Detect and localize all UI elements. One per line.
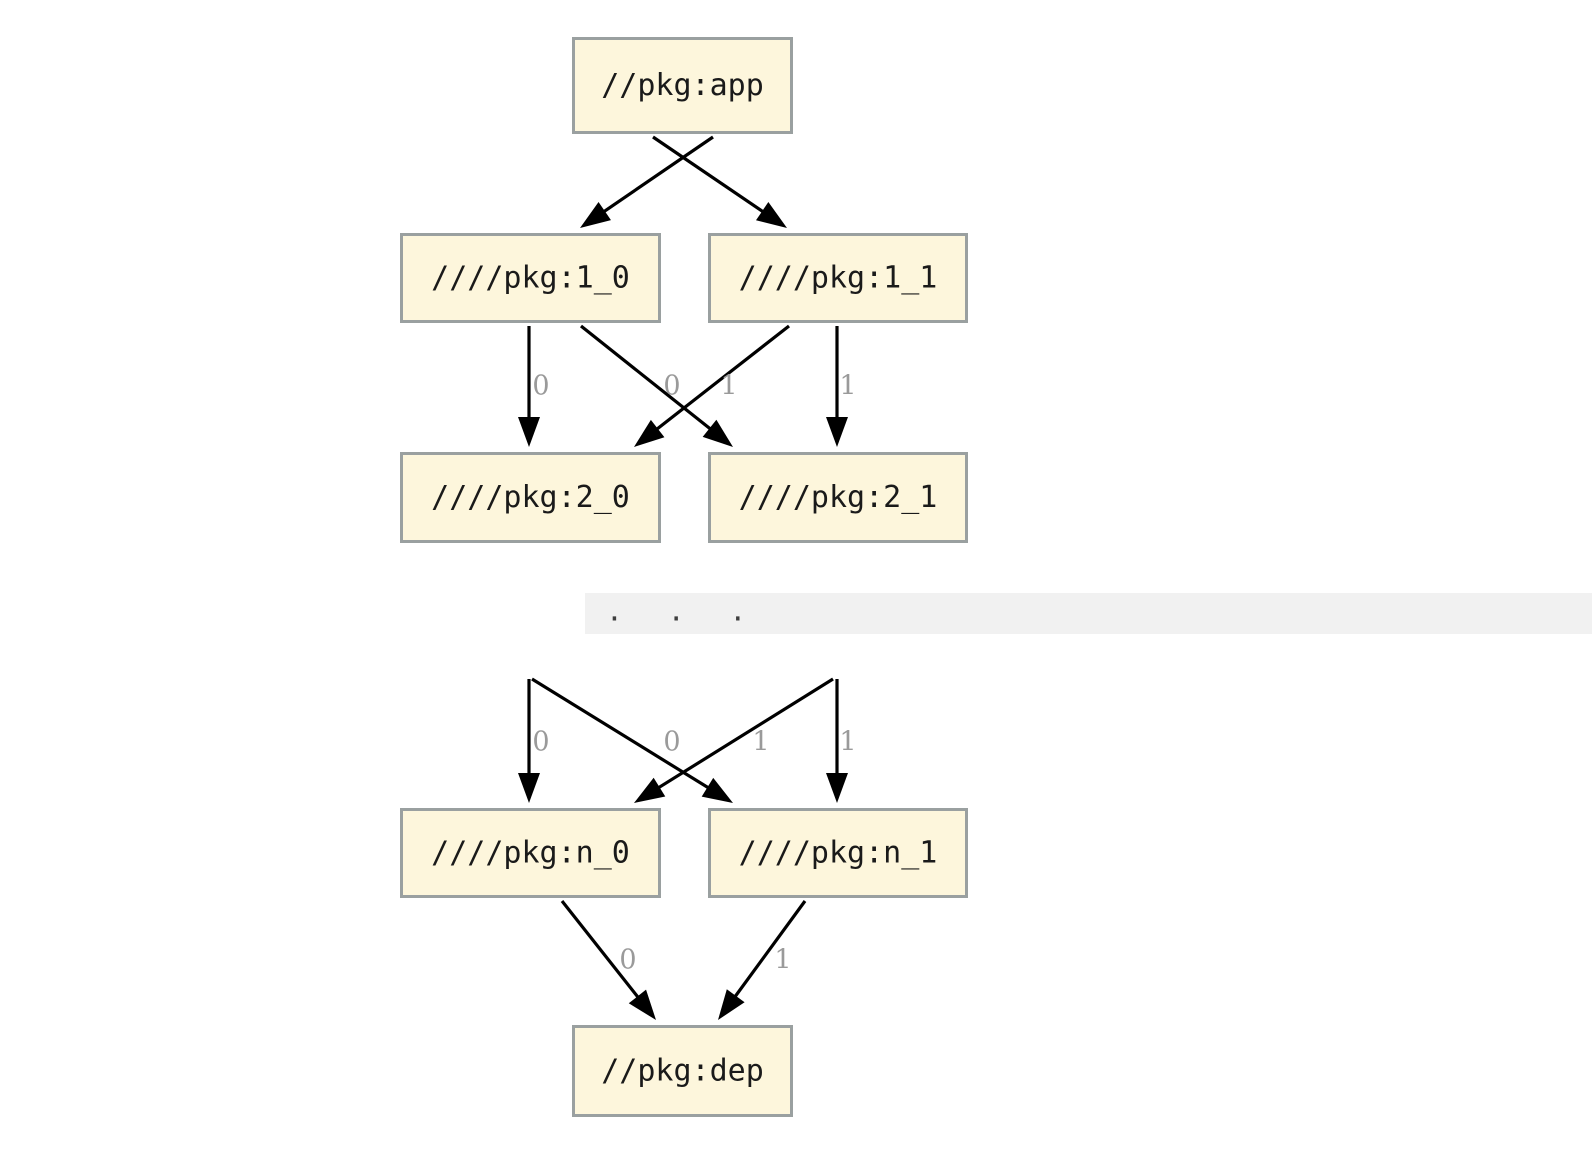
graph-node-n1_1[interactable]: ////pkg:1_1	[708, 233, 968, 323]
graph-edge	[634, 324, 790, 447]
edge-line	[531, 677, 714, 792]
edge-line	[653, 677, 834, 792]
node-box[interactable]	[708, 808, 968, 898]
node-label: ////pkg:1_0	[431, 261, 630, 296]
edge-arrowhead	[628, 989, 656, 1020]
node-label: //pkg:app	[601, 68, 764, 103]
edge-arrowhead	[756, 202, 787, 228]
edge-arrowhead	[826, 773, 848, 803]
edge-arrowhead	[718, 989, 745, 1020]
graph-edge	[518, 679, 540, 803]
nodes-layer: //pkg:app ////pkg:1_0 ////pkg:1_1 ////pkg:2…	[400, 37, 968, 1117]
edge-label: 0	[532, 371, 549, 402]
edge-arrowhead	[826, 417, 848, 447]
ellipsis-separator: · · ·	[585, 593, 1592, 635]
node-label: ////pkg:2_0	[431, 480, 630, 515]
edge-label: 1	[839, 371, 856, 402]
edge-arrowhead	[518, 417, 540, 447]
edge-label: 0	[663, 727, 680, 758]
node-label: ////pkg:n_1	[739, 836, 938, 871]
edge-label: 0	[619, 945, 636, 976]
edge-arrowhead	[634, 419, 665, 447]
edge-arrowhead	[518, 773, 540, 803]
edge-label: 1	[774, 945, 791, 976]
edges-layer	[518, 135, 848, 1020]
node-box[interactable]	[400, 452, 661, 543]
node-box[interactable]	[400, 233, 661, 323]
graph-node-n2_1[interactable]: ////pkg:2_1	[708, 452, 968, 543]
edge-arrowhead	[702, 419, 733, 447]
edge-line	[560, 900, 643, 1003]
edge-line	[598, 135, 714, 216]
graph-edge	[531, 677, 733, 803]
edge-label: 1	[720, 371, 737, 402]
graph-node-app[interactable]: //pkg:app	[572, 37, 793, 134]
node-box[interactable]	[572, 1025, 793, 1117]
ellipsis-band	[585, 593, 1592, 634]
edge-arrowhead	[634, 777, 666, 803]
graph-node-n1_0[interactable]: ////pkg:1_0	[400, 233, 661, 323]
graph-edge	[634, 677, 834, 803]
graph-node-nn_1[interactable]: ////pkg:n_1	[708, 808, 968, 898]
node-box[interactable]	[400, 808, 661, 898]
node-label: //pkg:dep	[601, 1054, 764, 1089]
edge-arrowhead	[701, 777, 733, 803]
node-box[interactable]	[572, 37, 793, 134]
node-label: ////pkg:1_1	[739, 261, 938, 296]
edge-line	[651, 324, 790, 434]
edge-labels-layer: 0 0 1 1 0 0 1 1 0 1	[532, 371, 856, 976]
graph-node-nn_0[interactable]: ////pkg:n_0	[400, 808, 661, 898]
edge-label: 0	[532, 727, 549, 758]
graph-edge	[826, 679, 848, 803]
node-label: ////pkg:2_1	[739, 480, 938, 515]
edge-line	[730, 900, 807, 1002]
edge-line	[580, 324, 716, 434]
node-box[interactable]	[708, 452, 968, 543]
graph-node-n2_0[interactable]: ////pkg:2_0	[400, 452, 661, 543]
graph-edge	[652, 135, 787, 228]
graph-edge	[718, 900, 807, 1020]
node-label: ////pkg:n_0	[431, 836, 630, 871]
edge-label: 0	[663, 371, 680, 402]
edge-label: 1	[839, 727, 856, 758]
edge-arrowhead	[580, 201, 611, 228]
graph-edge	[580, 135, 714, 228]
graph-edge	[580, 324, 733, 447]
graph-edge	[518, 326, 540, 447]
edge-line	[652, 135, 769, 216]
ellipsis-label: · · ·	[606, 602, 760, 635]
node-box[interactable]	[708, 233, 968, 323]
edge-label: 1	[752, 727, 769, 758]
graph-edge	[826, 326, 848, 447]
graph-edge	[560, 900, 656, 1020]
graph-node-dep[interactable]: //pkg:dep	[572, 1025, 793, 1117]
